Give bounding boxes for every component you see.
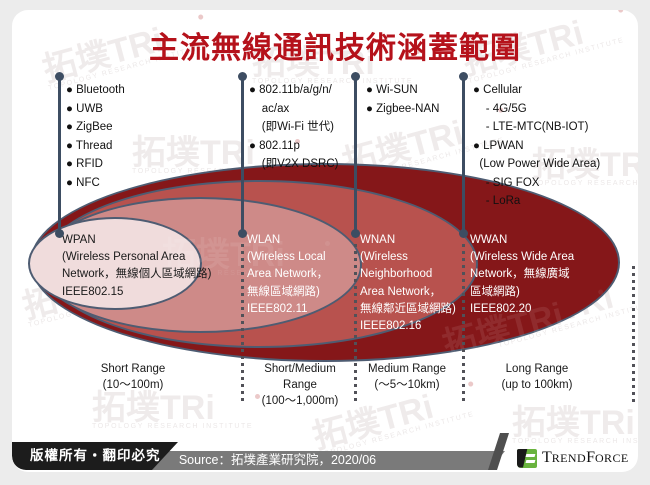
source-text: Source：拓墣產業研究院，2020/06 [178, 453, 377, 467]
range-label-long: Long Range (up to 100km) [501, 363, 573, 391]
wlan-technology-list: ● 802.11b/a/g/n/ ac/ax (即Wi-Fi 世代) ● 802… [249, 84, 339, 170]
pin-dot-icon [458, 72, 468, 81]
pin-dot-icon [237, 229, 247, 238]
wwan-connector-pin [458, 72, 468, 238]
pin-dot-icon [54, 229, 64, 238]
range-label-medium: Medium Range (～5～10km) [368, 363, 446, 391]
source-bar: Source：拓墣產業研究院，2020/06 [130, 451, 505, 470]
wpan-technology-list: ● Bluetooth ● UWB ● ZigBee ● Thread ● RF… [66, 84, 125, 189]
pin-dot-icon [350, 229, 360, 238]
trendforce-logo-icon [517, 448, 537, 468]
wnan-label: WNAN (Wireless Neighborhood Area Network… [360, 234, 456, 333]
range-divider-wlan [240, 244, 244, 402]
pin-dot-icon [458, 229, 468, 238]
wlan-connector-pin [237, 72, 247, 238]
wpan-connector-pin [54, 72, 64, 238]
pin-dot-icon [237, 72, 247, 81]
wnan-technology-list: ● Wi-SUN ● Zigbee-NAN [366, 84, 440, 115]
wlan-label: WLAN (Wireless Local Area Network， 無線區域網… [247, 234, 329, 315]
page-title: 主流無線通訊技術涵蓋範圍 [149, 32, 521, 65]
copyright-text: 版權所有‧翻印必究 [30, 448, 161, 463]
range-label-short: Short Range (10～100m) [100, 363, 166, 391]
range-label-short-medium: Short/Medium Range (100～1,000m) [261, 363, 339, 407]
range-divider-wnan [353, 244, 357, 402]
wpan-label: WPAN (Wireless Personal Area Network，無線個… [62, 234, 212, 298]
range-divider-right [631, 266, 635, 402]
wwan-label: WWAN (Wireless Wide Area Network，無線廣域 區域… [470, 234, 575, 315]
copyright-bar: 版權所有‧翻印必究 [12, 442, 178, 470]
wnan-connector-pin [350, 72, 360, 238]
pin-dot-icon [350, 72, 360, 81]
range-divider-wwan [461, 244, 465, 402]
wwan-technology-list: ● Cellular - 4G/5G - LTE-MTC(NB-IOT) ● L… [473, 84, 601, 207]
pin-dot-icon [54, 72, 64, 81]
